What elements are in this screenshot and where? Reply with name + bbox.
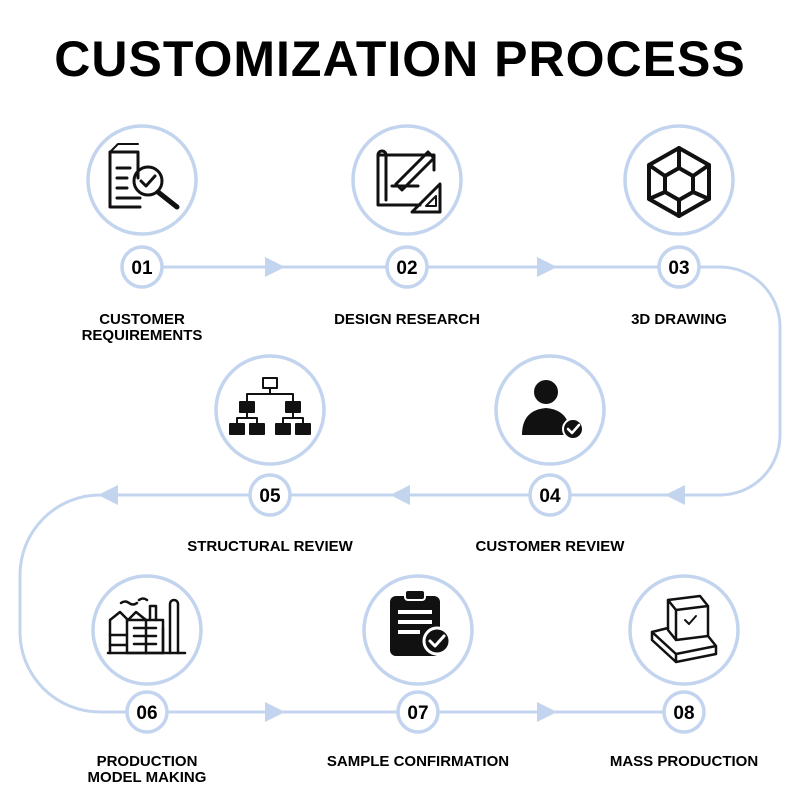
step-number: 08: [673, 703, 694, 724]
step-number-circle: [657, 245, 701, 289]
step-label-line: CUSTOMER REVIEW: [475, 538, 625, 555]
step-number-circle: [120, 245, 164, 289]
step-number: 07: [407, 703, 428, 724]
step-number-circle: [396, 690, 440, 734]
step-label-line: REQUIREMENTS: [81, 327, 203, 344]
arrow-left-icon: [390, 485, 410, 505]
factory-icon: [106, 597, 187, 655]
arrow-right-icon: [265, 702, 285, 722]
arrow-left-icon: [98, 485, 118, 505]
step-number-circle: [125, 690, 169, 734]
step-icon-circle: [628, 574, 740, 686]
document-search-icon: [108, 143, 180, 210]
blueprint-pencil-icon: [376, 149, 442, 214]
step-label: CUSTOMER REVIEW: [430, 539, 670, 555]
arrow-right-icon: [265, 257, 285, 277]
arrow-right-icon: [537, 702, 557, 722]
step-number: 02: [396, 258, 417, 279]
step-label-line: CUSTOMER: [99, 311, 185, 328]
step-label-line: SAMPLE CONFIRMATION: [326, 753, 510, 770]
step-label-line: 3D DRAWING: [631, 311, 727, 328]
step-number: 04: [539, 486, 561, 507]
step-label-line: STRUCTURAL REVIEW: [187, 538, 353, 555]
step-label: MASS PRODUCTION: [564, 754, 800, 770]
step-label: DESIGN RESEARCH: [287, 312, 527, 328]
box-pallet-icon: [650, 594, 718, 664]
page-title: CUSTOMIZATION PROCESS: [54, 31, 746, 87]
user-check-icon: [522, 380, 584, 440]
step-label-line: DESIGN RESEARCH: [334, 311, 480, 328]
connector-curve-right: [100, 265, 782, 497]
arrow-left-icon: [665, 485, 685, 505]
step-icon-circle: [623, 124, 735, 236]
step-number-circle: [385, 245, 429, 289]
step-label: STRUCTURAL REVIEW: [150, 539, 390, 555]
step-label-line: MODEL MAKING: [87, 769, 207, 786]
step-number: 03: [668, 258, 689, 279]
step-number: 05: [259, 486, 281, 507]
step-icon-circle: [214, 354, 326, 466]
cube-icon: [647, 146, 711, 218]
step-label: SAMPLE CONFIRMATION: [298, 754, 538, 770]
step-number: 01: [131, 258, 153, 279]
hierarchy-icon: [229, 377, 311, 435]
step-label-line: MASS PRODUCTION: [609, 753, 759, 770]
step-number-circle: [528, 473, 572, 517]
step-icon-circle: [351, 124, 463, 236]
arrow-right-icon: [537, 257, 557, 277]
clipboard-check-icon: [390, 589, 452, 656]
step-number: 06: [136, 703, 157, 724]
step-number-circle: [662, 690, 706, 734]
step-label: 3D DRAWING: [559, 312, 799, 328]
step-label-line: PRODUCTION: [96, 753, 198, 770]
step-number-circle: [248, 473, 292, 517]
connector-curve-left: [18, 493, 684, 714]
